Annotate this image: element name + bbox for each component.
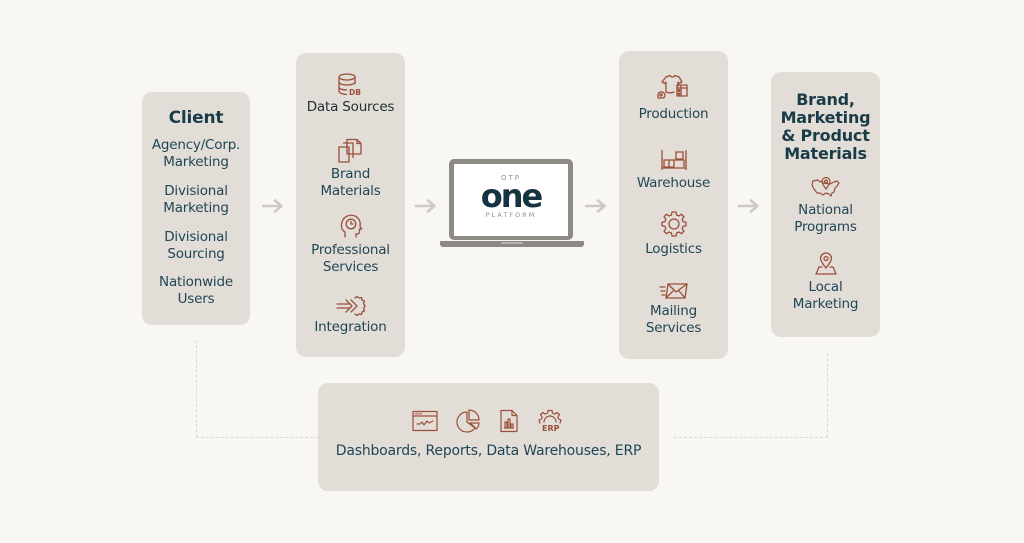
svg-text:ERP: ERP: [542, 424, 560, 433]
laptop-screen: OTP one PLATFORM: [449, 159, 573, 240]
logistics-item: Logistics: [619, 211, 728, 258]
laptop-trackpad-notch: [501, 242, 523, 244]
warehouse-item: Warehouse: [619, 148, 728, 192]
client-title: Client: [168, 108, 224, 128]
reporting-panel: ERP Dashboards, Reports, Data Warehouses…: [318, 383, 659, 491]
mail-envelope-icon: [658, 283, 688, 299]
platform-logo: one: [480, 177, 543, 215]
connector-left-vertical: [196, 340, 197, 437]
location-pin-icon: [814, 252, 837, 275]
platform-laptop: OTP one PLATFORM: [440, 159, 584, 252]
integration-arrow-gear-icon: [335, 295, 366, 317]
erp-gear-icon: ERP: [538, 409, 562, 433]
client-panel: Client Agency/Corp. Marketing Divisional…: [142, 92, 250, 325]
reporting-icons: ERP: [318, 409, 659, 433]
documents-stack-icon: [337, 138, 362, 163]
integration-item: Integration: [296, 295, 405, 336]
pie-chart-icon: [456, 409, 480, 433]
svg-text:DB: DB: [349, 88, 361, 97]
output-title: Brand, Marketing & Product Materials: [780, 90, 871, 163]
gear-icon: [660, 211, 687, 237]
database-icon: DB: [337, 73, 361, 97]
platform-bottom-label: PLATFORM: [485, 211, 537, 219]
us-map-pin-icon: [810, 176, 840, 197]
connector-right-vertical: [827, 353, 828, 437]
client-item: Nationwide Users: [159, 274, 233, 307]
laptop-display: OTP one PLATFORM: [454, 164, 568, 236]
arrow-right-icon: [585, 199, 606, 213]
professional-services-item: Professional Services: [296, 213, 405, 276]
fulfillment-panel: Production Warehouse Logistics: [619, 51, 728, 359]
output-panel: Brand, Marketing & Product Materials Nat…: [771, 72, 880, 337]
local-marketing-item: Local Marketing: [771, 252, 880, 313]
apparel-production-icon: [656, 74, 688, 99]
report-chart-icon: [500, 409, 518, 433]
client-item: Agency/Corp. Marketing: [151, 137, 241, 170]
arrow-right-icon: [415, 199, 436, 213]
production-item: Production: [619, 74, 728, 123]
client-item: Divisional Marketing: [163, 183, 229, 216]
warehouse-shelf-icon: [660, 150, 687, 170]
data-sources-item: DB Data Sources: [296, 73, 405, 116]
mailing-services-item: Mailing Services: [619, 281, 728, 337]
client-item: Divisional Sourcing: [164, 229, 228, 262]
connector-left-horizontal: [196, 437, 318, 438]
dashboard-icon: [412, 410, 438, 432]
arrow-right-icon: [262, 199, 283, 213]
national-programs-item: National Programs: [771, 175, 880, 236]
laptop-base: [440, 241, 584, 247]
inputs-panel: DB Data Sources Brand Materials Professi…: [296, 53, 405, 357]
platform-top-label: OTP: [500, 174, 521, 182]
arrow-right-icon: [738, 199, 759, 213]
head-idea-icon: [340, 214, 363, 238]
reporting-label: Dashboards, Reports, Data Warehouses, ER…: [335, 443, 642, 459]
brand-materials-item: Brand Materials: [296, 138, 405, 200]
connector-right-horizontal: [674, 437, 828, 438]
